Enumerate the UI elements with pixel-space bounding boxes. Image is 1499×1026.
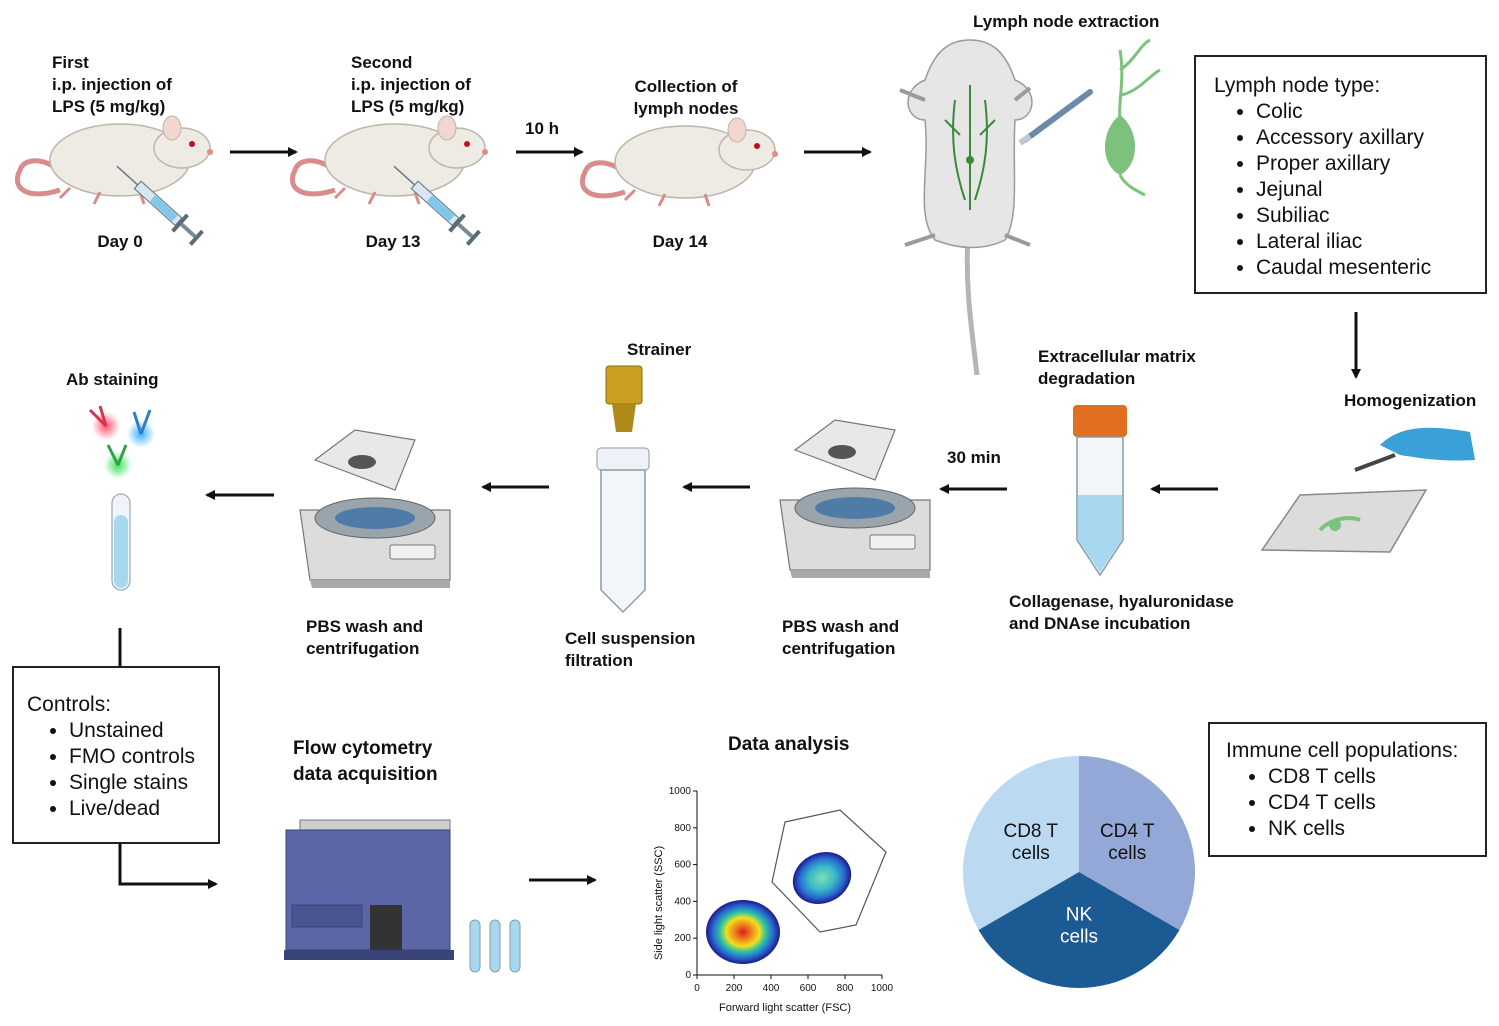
immune-populations-box: Immune cell populations: CD8 T cells CD4… (1208, 722, 1487, 857)
first-injection-label: First i.p. injection of LPS (5 mg/kg) (52, 53, 172, 116)
filtration-tube-icon (596, 447, 650, 614)
mouse-day0-icon (17, 116, 213, 249)
list-item: Jejunal (1256, 177, 1485, 203)
pie-slice (963, 756, 1079, 930)
y-tick-label: 0 (685, 970, 691, 981)
y-tick-label: 800 (674, 823, 691, 834)
list-item: Caudal mesenteric (1256, 255, 1485, 281)
list-item: FMO controls (69, 744, 218, 770)
list-item: Colic (1256, 99, 1485, 125)
dissected-mouse-icon (899, 39, 1033, 376)
list-item: CD4 T cells (1268, 790, 1485, 816)
gated-population (792, 852, 852, 904)
ab-staining-label: Ab staining (66, 370, 159, 389)
x-tick-label: 0 (694, 983, 700, 994)
flow-cytometer-icon (284, 819, 454, 960)
homogenization-label: Homogenization (1344, 391, 1477, 410)
arrow (118, 844, 218, 889)
centrifuge-right-icon (779, 419, 931, 579)
day0-label: Day 0 (97, 232, 143, 251)
x-tick-label: 200 (726, 983, 743, 994)
list-item: Proper axillary (1256, 151, 1485, 177)
pie-slice (1079, 756, 1195, 930)
filtration-label: Cell suspension filtration (565, 629, 696, 670)
x-tick-label: 800 (837, 983, 854, 994)
gate-polygon (771, 809, 887, 933)
list-item: NK cells (1268, 816, 1485, 842)
list-item: Subiliac (1256, 203, 1485, 229)
list-item: Lateral iliac (1256, 229, 1485, 255)
y-tick-label: 1000 (669, 786, 692, 797)
immune-populations-title: Immune cell populations: (1226, 739, 1459, 762)
lymph-node-type-box: Lymph node type: Colic Accessory axillar… (1194, 55, 1487, 294)
interval-10h-label: 10 h (525, 119, 560, 138)
lymph-node-type-list: Colic Accessory axillary Proper axillary… (1214, 99, 1485, 281)
x-tick-label: 600 (800, 983, 817, 994)
interval-30min-label: 30 min (947, 448, 1001, 467)
list-item: Accessory axillary (1256, 125, 1485, 151)
extraction-label: Lymph node extraction (973, 12, 1160, 31)
scatter-x-label: Forward light scatter (FSC) (719, 1002, 851, 1014)
ecm-label: Extracellular matrix degradation (1038, 347, 1196, 388)
day14-label: Day 14 (652, 232, 708, 251)
x-tick-label: 400 (763, 983, 780, 994)
strainer-icon (605, 365, 643, 432)
scatter-y-label: Side light scatter (SSC) (653, 846, 665, 960)
homogenization-icon (1260, 427, 1475, 553)
pbs-wash-left-label: PBS wash and centrifugation (306, 617, 424, 658)
lymph-node-icon (1105, 38, 1161, 197)
day13-label: Day 13 (365, 232, 421, 251)
y-tick-label: 400 (674, 896, 691, 907)
flow-cytometry-label: Flow cytometry data acquisition (293, 738, 438, 785)
conical-tube-icon (1073, 405, 1127, 577)
antibodies-icon (88, 405, 155, 479)
pbs-wash-right-label: PBS wash and centrifugation (782, 617, 900, 658)
scalpel-icon (1018, 89, 1093, 146)
mouse-day13-icon (292, 116, 488, 249)
list-item: Unstained (69, 718, 218, 744)
sample-tubes-icon (469, 919, 521, 973)
stained-tube-icon (111, 493, 131, 591)
incubation-label: Collagenase, hyaluronidase and DNAse inc… (1009, 592, 1234, 633)
y-tick-label: 200 (674, 933, 691, 944)
x-tick-label: 1000 (871, 983, 894, 994)
list-item: CD8 T cells (1268, 764, 1485, 790)
y-tick-label: 600 (674, 860, 691, 871)
pie-slice (978, 872, 1180, 988)
scatter-plot: 0 200 400 600 800 1000 0 200 400 600 800 1000 Forw… (653, 786, 894, 1014)
controls-title: Controls: (27, 693, 112, 716)
controls-list: Unstained FMO controls Single stains Liv… (27, 718, 218, 822)
strainer-label: Strainer (627, 340, 692, 359)
immune-populations-list: CD8 T cells CD4 T cells NK cells (1226, 764, 1485, 842)
list-item: Single stains (69, 770, 218, 796)
centrifuge-left-icon (299, 429, 451, 589)
lymphocyte-population (706, 900, 780, 964)
lymph-node-type-title: Lymph node type: (1214, 74, 1381, 97)
list-item: Live/dead (69, 796, 218, 822)
second-injection-label: Second i.p. injection of LPS (5 mg/kg) (351, 53, 471, 116)
mouse-day14-icon (582, 118, 778, 206)
collection-label: Collection of lymph nodes (633, 77, 739, 118)
data-analysis-label: Data analysis (728, 734, 850, 755)
controls-box: Controls: Unstained FMO controls Single … (12, 666, 220, 844)
